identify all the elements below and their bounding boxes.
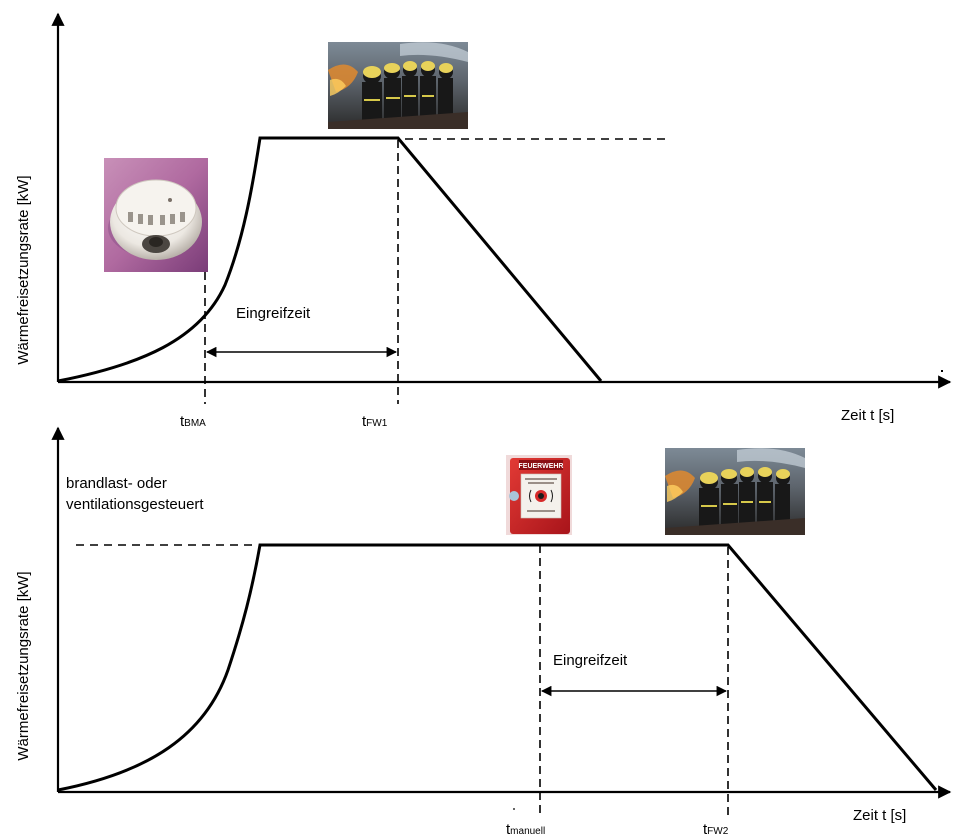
- call-point-header: FEUERWEHR: [519, 463, 564, 470]
- bottom-x-axis-label: Zeit t [s]: [853, 807, 906, 824]
- bottom-y-axis-label: Wärmefreisetzungsrate [kW]: [15, 571, 32, 760]
- bottom-tick-tmanuell: tmanuell: [506, 821, 545, 838]
- top-x-axis-label: Zeit t [s]: [841, 407, 894, 424]
- bottom-stray-dot: [513, 808, 515, 810]
- top-tick-tbma: tBMA: [180, 413, 206, 430]
- manual-call-point-photo: FEUERWEHR: [506, 455, 572, 535]
- top-panel: Wärmefreisetzungsrate [kW] Eingreifzeit …: [15, 12, 952, 430]
- bottom-note-line-2: ventilationsgesteuert: [66, 496, 204, 513]
- bottom-eingreifzeit-label: Eingreifzeit: [553, 652, 628, 669]
- top-hrr-curve: [57, 136, 603, 383]
- smoke-detector-photo: [104, 158, 208, 272]
- bottom-note-line-1: brandlast- oder: [66, 475, 167, 492]
- bottom-firefighters-photo: [665, 448, 805, 535]
- bottom-tick-tfw2: tFW2: [703, 821, 729, 838]
- top-stray-dot: [941, 370, 943, 372]
- top-eingreifzeit-label: Eingreifzeit: [236, 305, 311, 322]
- top-y-axis-label: Wärmefreisetzungsrate [kW]: [15, 175, 32, 364]
- bottom-hrr-curve: [57, 543, 938, 792]
- top-firefighters-photo: [328, 42, 468, 129]
- bottom-panel: Wärmefreisetzungsrate [kW] brandlast- od…: [15, 426, 952, 838]
- top-tick-tfw1: tFW1: [362, 413, 388, 430]
